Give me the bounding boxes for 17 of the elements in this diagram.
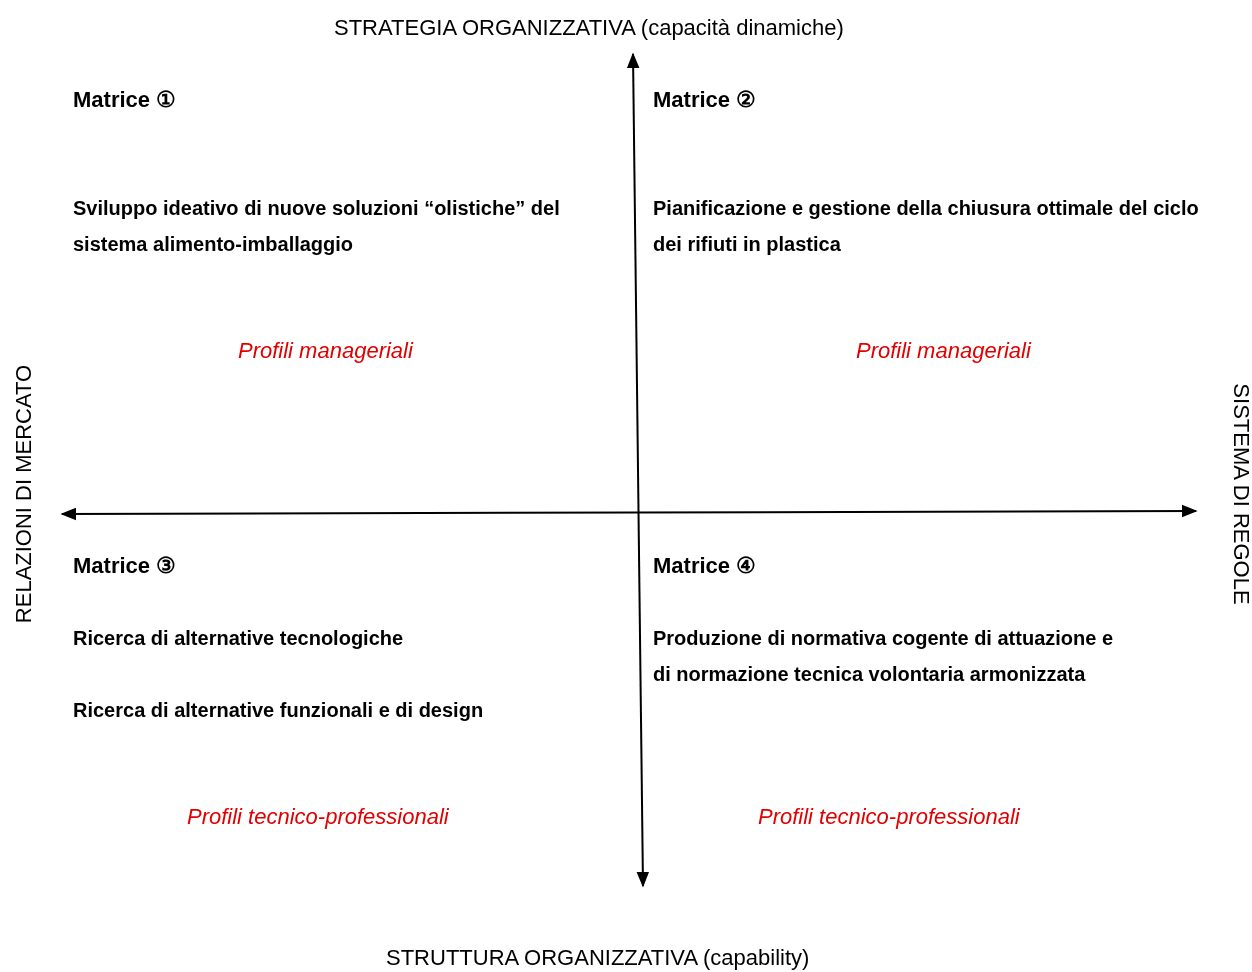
quadrant-description: Produzione di normativa cogente di attuazione e di normazione tecnica volontaria armonizzata — [653, 626, 1115, 687]
matrix-heading: Matrice ② — [653, 86, 757, 114]
profile-label: Profili tecnico-professionali — [187, 803, 449, 831]
axis-label: STRUTTURA ORGANIZZATIVA (capability) — [386, 944, 810, 972]
profile-label: Profili manageriali — [856, 337, 1031, 365]
profile-label: Profili manageriali — [238, 337, 413, 365]
matrix-heading: Matrice ④ — [653, 552, 757, 580]
axis-label: STRATEGIA ORGANIZZATIVA (capacità dinamiche) — [334, 14, 844, 42]
axis-label: SISTEMA DI REGOLE — [1227, 383, 1252, 605]
matrix-heading: Matrice ① — [73, 86, 177, 114]
quadrant-description: Ricerca di alternative funzionali e di design — [73, 698, 485, 723]
axis-label: RELAZIONI DI MERCATO — [10, 364, 38, 624]
quadrant-description: Pianificazione e gestione della chiusura ottimale del ciclo dei rifiuti in plastica — [653, 196, 1200, 257]
profile-label: Profili tecnico-professionali — [758, 803, 1020, 831]
quadrant-description: Sviluppo ideativo di nuove soluzioni “olistiche” del sistema alimento-imballaggio — [73, 196, 561, 257]
quadrant-description: Ricerca di alternative tecnologiche — [73, 626, 405, 651]
matrix-heading: Matrice ③ — [73, 552, 177, 580]
